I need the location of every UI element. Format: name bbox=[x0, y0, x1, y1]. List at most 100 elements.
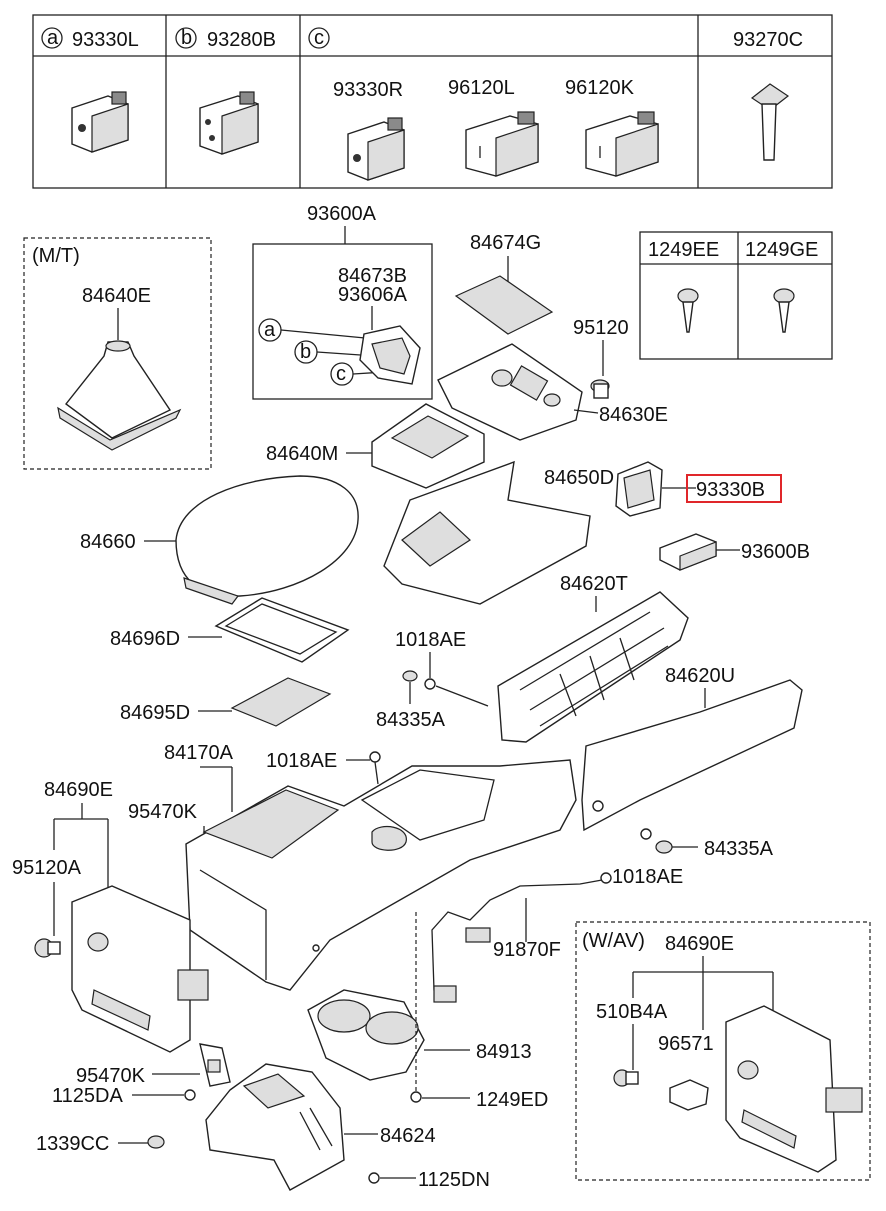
label-84335A-a: 84335A bbox=[376, 709, 446, 731]
label-93600B: 93600B bbox=[741, 541, 810, 563]
label-84620U: 84620U bbox=[665, 665, 735, 687]
label-84695D: 84695D bbox=[120, 702, 190, 724]
label-84913: 84913 bbox=[476, 1041, 532, 1063]
label-1125DA: 1125DA bbox=[52, 1085, 123, 1107]
screw-1249GE-drawing bbox=[773, 288, 795, 333]
legend-a-part: 93330L bbox=[72, 29, 139, 51]
switch-93330B-drawing bbox=[615, 461, 663, 517]
legend-c-item-3: 96120K bbox=[565, 77, 635, 99]
rear-cover-84690E-b-drawing bbox=[725, 1005, 863, 1173]
screw-1125DA-drawing bbox=[184, 1089, 196, 1101]
highlight-93330B bbox=[686, 474, 782, 503]
mat-84674G-drawing bbox=[454, 275, 554, 335]
label-510B4A: 510B4A bbox=[596, 1001, 668, 1023]
legend-c-letter: c bbox=[314, 27, 324, 49]
label-91870F: 91870F bbox=[493, 939, 561, 961]
screw-1249ED-drawing bbox=[410, 1091, 422, 1103]
label-1018AE-a: 1018AE bbox=[395, 629, 466, 651]
wav-section: (W/AV) 84690E 510B4A 96571 bbox=[575, 921, 871, 1181]
label-84696D: 84696D bbox=[110, 628, 180, 650]
legend-a-letter: a bbox=[47, 27, 59, 49]
screw-1249EE-drawing bbox=[677, 288, 699, 333]
clip-84335A-b-drawing bbox=[655, 840, 673, 854]
mt-section: (M/T) 84640E bbox=[23, 237, 212, 470]
bracket-95470K-drawing bbox=[199, 1043, 231, 1087]
screw-table: 1249EE 1249GE bbox=[639, 231, 833, 360]
module-93600B-drawing bbox=[659, 533, 717, 571]
label-84690E-a: 84690E bbox=[44, 779, 113, 801]
label-84660: 84660 bbox=[80, 531, 136, 553]
switch-96120L-drawing bbox=[465, 111, 539, 177]
console-body-84170A-drawing bbox=[185, 759, 577, 991]
callout-c: c bbox=[336, 363, 346, 385]
legend-b-marker bbox=[175, 27, 197, 49]
switch-bracket-drawing bbox=[359, 325, 421, 385]
label-84674G: 84674G bbox=[470, 232, 541, 254]
legend-b-part: 93280B bbox=[207, 29, 276, 51]
side-panel-84620T-drawing bbox=[497, 591, 689, 743]
label-84170A: 84170A bbox=[164, 742, 234, 764]
screw-1018AE-r-drawing bbox=[640, 828, 652, 840]
legend-c-item-1: 93330R bbox=[333, 79, 403, 101]
callout-a: a bbox=[264, 319, 276, 341]
label-1018AE-b: 1018AE bbox=[266, 750, 337, 772]
switch-96120K-drawing bbox=[585, 111, 659, 177]
label-1125DN: 1125DN bbox=[418, 1169, 490, 1191]
switch-93280B-drawing bbox=[199, 91, 259, 155]
label-84620T: 84620T bbox=[560, 573, 628, 595]
label-93606A: 93606A bbox=[338, 284, 408, 306]
label-84640M: 84640M bbox=[266, 443, 338, 465]
rear-cover-84690E-a-drawing bbox=[71, 885, 209, 1053]
jack-96571-drawing bbox=[669, 1079, 709, 1111]
label-1339CC: 1339CC bbox=[36, 1133, 109, 1155]
socket-95120-drawing bbox=[590, 379, 610, 399]
label-95120: 95120 bbox=[573, 317, 629, 339]
label-95470K-b: 95470K bbox=[76, 1065, 146, 1087]
label-84624: 84624 bbox=[380, 1125, 436, 1147]
switch-93330L-drawing bbox=[71, 91, 129, 153]
label-84630E: 84630E bbox=[599, 404, 668, 426]
screw-1018AE-b-drawing bbox=[369, 751, 381, 763]
label-1249GE: 1249GE bbox=[745, 239, 818, 261]
screw-1018AE-c-drawing bbox=[600, 872, 612, 884]
mat-84695D-drawing bbox=[230, 677, 332, 727]
label-93330B: 93330B bbox=[696, 479, 765, 501]
label-84335A-b: 84335A bbox=[704, 838, 774, 860]
console-upper-84650D-drawing bbox=[383, 460, 591, 605]
bezel-84630E-drawing bbox=[437, 343, 583, 441]
socket-95120A-drawing bbox=[34, 938, 61, 958]
mt-label: (M/T) bbox=[32, 245, 80, 267]
assembly-93600A: 93600A 84673B 93606A a b c bbox=[252, 203, 433, 400]
label-96571: 96571 bbox=[658, 1033, 714, 1055]
tray-84696D-drawing bbox=[214, 597, 350, 663]
armrest-84660-drawing bbox=[175, 475, 359, 605]
legend-b-letter: b bbox=[181, 27, 192, 49]
label-95470K-a: 95470K bbox=[128, 801, 198, 823]
callout-b: b bbox=[300, 341, 311, 363]
cup-holder-84913-drawing bbox=[307, 989, 425, 1081]
clip-93270C-drawing bbox=[750, 83, 790, 161]
label-84640E: 84640E bbox=[82, 285, 151, 307]
legend-c-item-2: 96120L bbox=[448, 77, 515, 99]
screw-1125DN-drawing bbox=[368, 1172, 380, 1184]
screw-1018AE-a-drawing bbox=[424, 678, 436, 690]
label-84650D: 84650D bbox=[544, 467, 614, 489]
label-84690E-b: 84690E bbox=[665, 933, 734, 955]
clip-84335A-a-drawing bbox=[402, 670, 418, 682]
legend-c-marker bbox=[308, 27, 330, 49]
harness-91870F-drawing bbox=[431, 879, 603, 1003]
label-1249ED: 1249ED bbox=[476, 1089, 548, 1111]
socket-510B4A-drawing bbox=[613, 1069, 639, 1087]
shift-boot-drawing bbox=[57, 340, 182, 451]
shift-cover-84640M-drawing bbox=[371, 403, 485, 489]
label-1018AE-c: 1018AE bbox=[612, 866, 683, 888]
label-84673B: 84673B bbox=[338, 265, 407, 287]
label-93600A: 93600A bbox=[307, 203, 377, 225]
legend-table: a 93330L b 93280B c 93270C 93330R 96120L… bbox=[32, 14, 833, 189]
label-95120A: 95120A bbox=[12, 857, 82, 879]
label-1249EE: 1249EE bbox=[648, 239, 719, 261]
switch-93330R-drawing bbox=[347, 117, 405, 181]
wav-label: (W/AV) bbox=[582, 930, 645, 952]
legend-d-part: 93270C bbox=[733, 29, 803, 51]
